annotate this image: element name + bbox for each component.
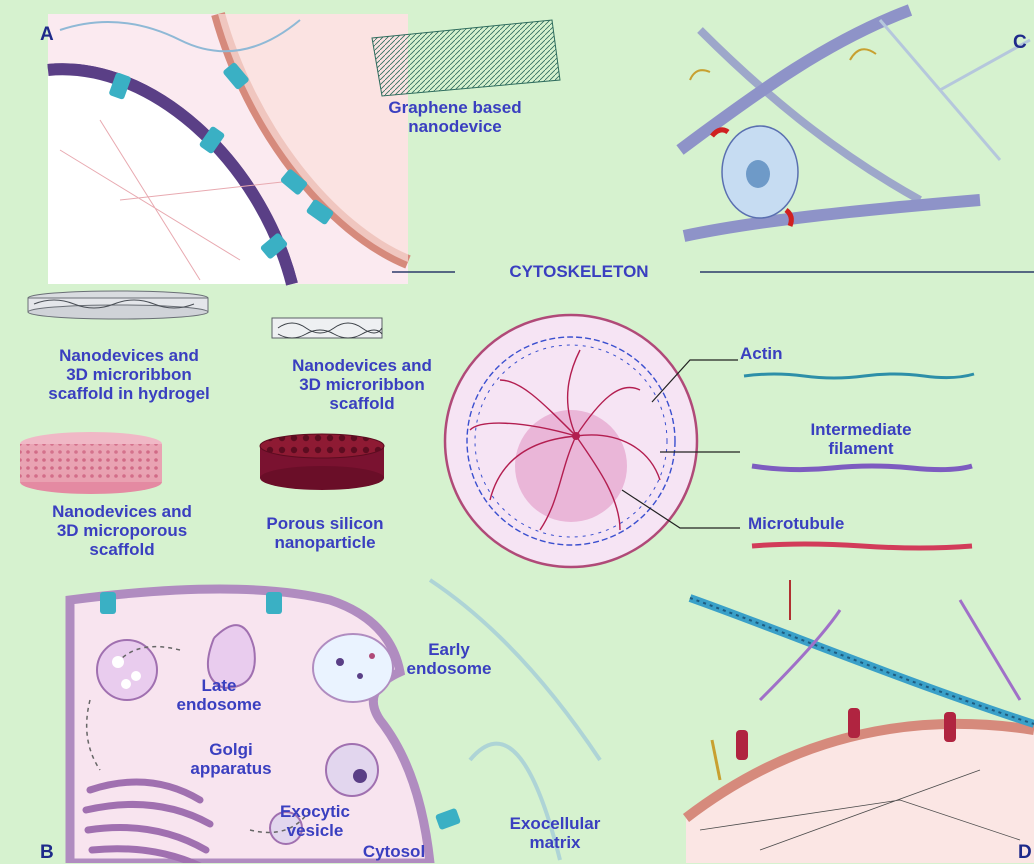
cytoskeleton-title: CYTOSKELETON (462, 262, 696, 281)
microporous-scaffold (20, 432, 162, 494)
porous-silicon-particle (260, 434, 384, 490)
cytoskeleton-cell (445, 315, 697, 567)
panel-c-cell (680, 10, 1030, 236)
panel-letter-a: A (40, 24, 54, 46)
microporous-scaffold-label: Nanodevices and 3D microporous scaffold (2, 502, 242, 559)
microribbon-scaffold (272, 318, 382, 338)
panel-a-membranes (48, 14, 408, 284)
hydrogel-scaffold (28, 291, 208, 319)
panel-letter-c: C (1013, 32, 1027, 54)
late-endosome-label: Late endosome (154, 676, 284, 714)
cytosol-label: Cytosol (344, 842, 444, 861)
microribbon-scaffold-label: Nanodevices and 3D microribbon scaffold (252, 356, 472, 413)
intermediate-filament-label: Intermediate filament (776, 420, 946, 458)
graphene-nanodevice-label: Graphene based nanodevice (350, 98, 560, 136)
actin-label: Actin (740, 344, 820, 363)
golgi-apparatus-label: Golgi apparatus (166, 740, 296, 778)
hydrogel-scaffold-label: Nanodevices and 3D microribbon scaffold … (6, 346, 252, 403)
microtubule-label: Microtubule (748, 514, 898, 533)
exocellular-matrix-label: Exocellular matrix (480, 814, 630, 852)
panel-letter-d: D (1018, 842, 1032, 864)
exocytic-vesicle-label: Exocytic vesicle (250, 802, 380, 840)
porous-silicon-label: Porous silicon nanoparticle (240, 514, 410, 552)
early-endosome-label: Early endosome (384, 640, 514, 678)
panel-letter-b: B (40, 842, 54, 864)
panel-d-cell (686, 580, 1034, 863)
